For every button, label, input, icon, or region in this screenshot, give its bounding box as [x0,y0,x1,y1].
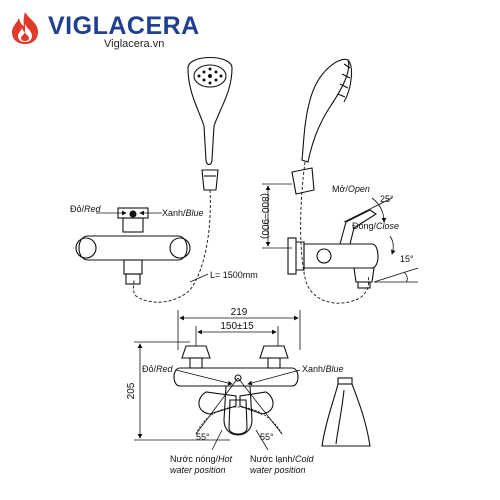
spout-profile [321,377,371,447]
side-hand-shower [291,58,353,195]
hose-length-label: L= 1500mm [210,270,258,280]
width-total-label: 219 [231,307,248,318]
brand-url: Viglacera.vn [104,38,165,50]
front-hose [133,189,211,303]
bottom-label-blue: Xanh/Blue [302,364,344,374]
spout-angle-label: 15° [400,254,414,264]
side-mixer-body [287,209,379,289]
cold-position-label: Nước lạnh/Cold [250,454,314,464]
open-label: Mở/Open [332,184,370,194]
front-label-blue: Xanh/Blue [162,208,204,218]
flame-logo-icon [12,12,38,44]
bottom-label-red: Đỏ/Red [142,364,174,374]
height-label: 205 [126,382,137,399]
cold-position-line2: water position [250,465,306,475]
height-range-label: (800~900) [259,193,270,239]
hot-position-line2: water position [170,465,226,475]
brand-name: VIGLACERA [48,12,200,40]
front-label-red: Đỏ/Red [70,204,102,214]
front-hand-shower [187,57,233,191]
top-view-mixer [173,345,299,436]
close-label: Đóng/Close [352,221,399,231]
angle-right-label: 55° [260,432,274,442]
angle-left-label: 55° [196,432,210,442]
hot-position-label: Nước nóng/Hot [170,454,232,464]
brand-header: VIGLACERA Viglacera.vn [8,6,208,56]
width-center-label: 150±15 [220,321,254,332]
open-angle-label: 25° [380,194,394,204]
front-mixer-body [75,207,191,285]
